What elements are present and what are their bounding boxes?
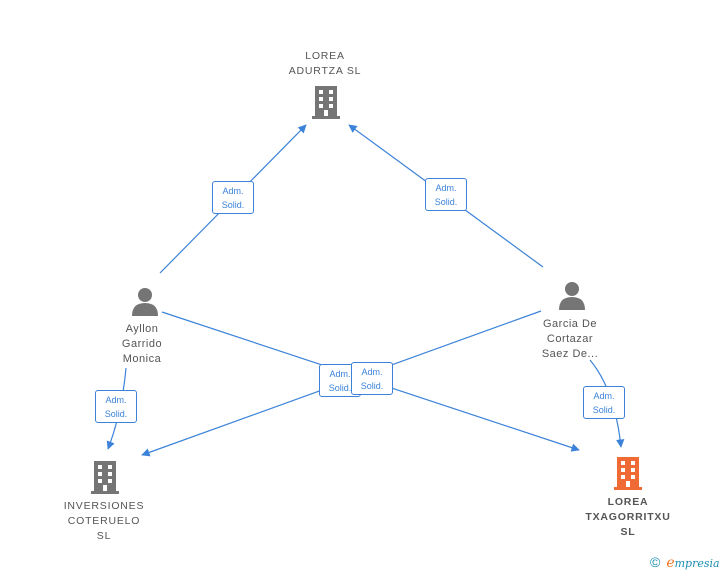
edge-label-ayllon-lorea-txagorritxu[interactable]: Adm. Solid.: [351, 362, 393, 395]
node-label-lorea-txagorritxu[interactable]: LOREA TXAGORRITXU SL: [585, 496, 671, 538]
building-icon[interactable]: [89, 459, 121, 495]
edge-label-garcia-lorea-txagorritxu[interactable]: Adm. Solid.: [583, 386, 625, 419]
brand-initial: e: [666, 555, 675, 571]
edge-label-ayllon-lorea-adurtza[interactable]: Adm. Solid.: [212, 181, 254, 214]
person-icon[interactable]: [557, 280, 587, 310]
brand-logo: © empresia: [650, 554, 720, 571]
node-label-garcia[interactable]: Garcia De Cortazar Saez De...: [541, 318, 599, 360]
node-label-lorea-adurtza[interactable]: LOREA ADURTZA SL: [288, 50, 362, 77]
building-icon[interactable]: [310, 84, 342, 120]
node-label-inversiones[interactable]: INVERSIONES COTERUELO SL: [63, 500, 145, 542]
edge-label-garcia-lorea-adurtza[interactable]: Adm. Solid.: [425, 178, 467, 211]
copyright-icon: ©: [650, 554, 661, 570]
building-icon[interactable]: [612, 455, 644, 491]
edge-label-ayllon-inversiones[interactable]: Adm. Solid.: [95, 390, 137, 423]
node-label-ayllon[interactable]: Ayllon Garrido Monica: [121, 323, 163, 365]
person-icon[interactable]: [130, 286, 160, 316]
brand-name: mpresia: [674, 557, 720, 570]
